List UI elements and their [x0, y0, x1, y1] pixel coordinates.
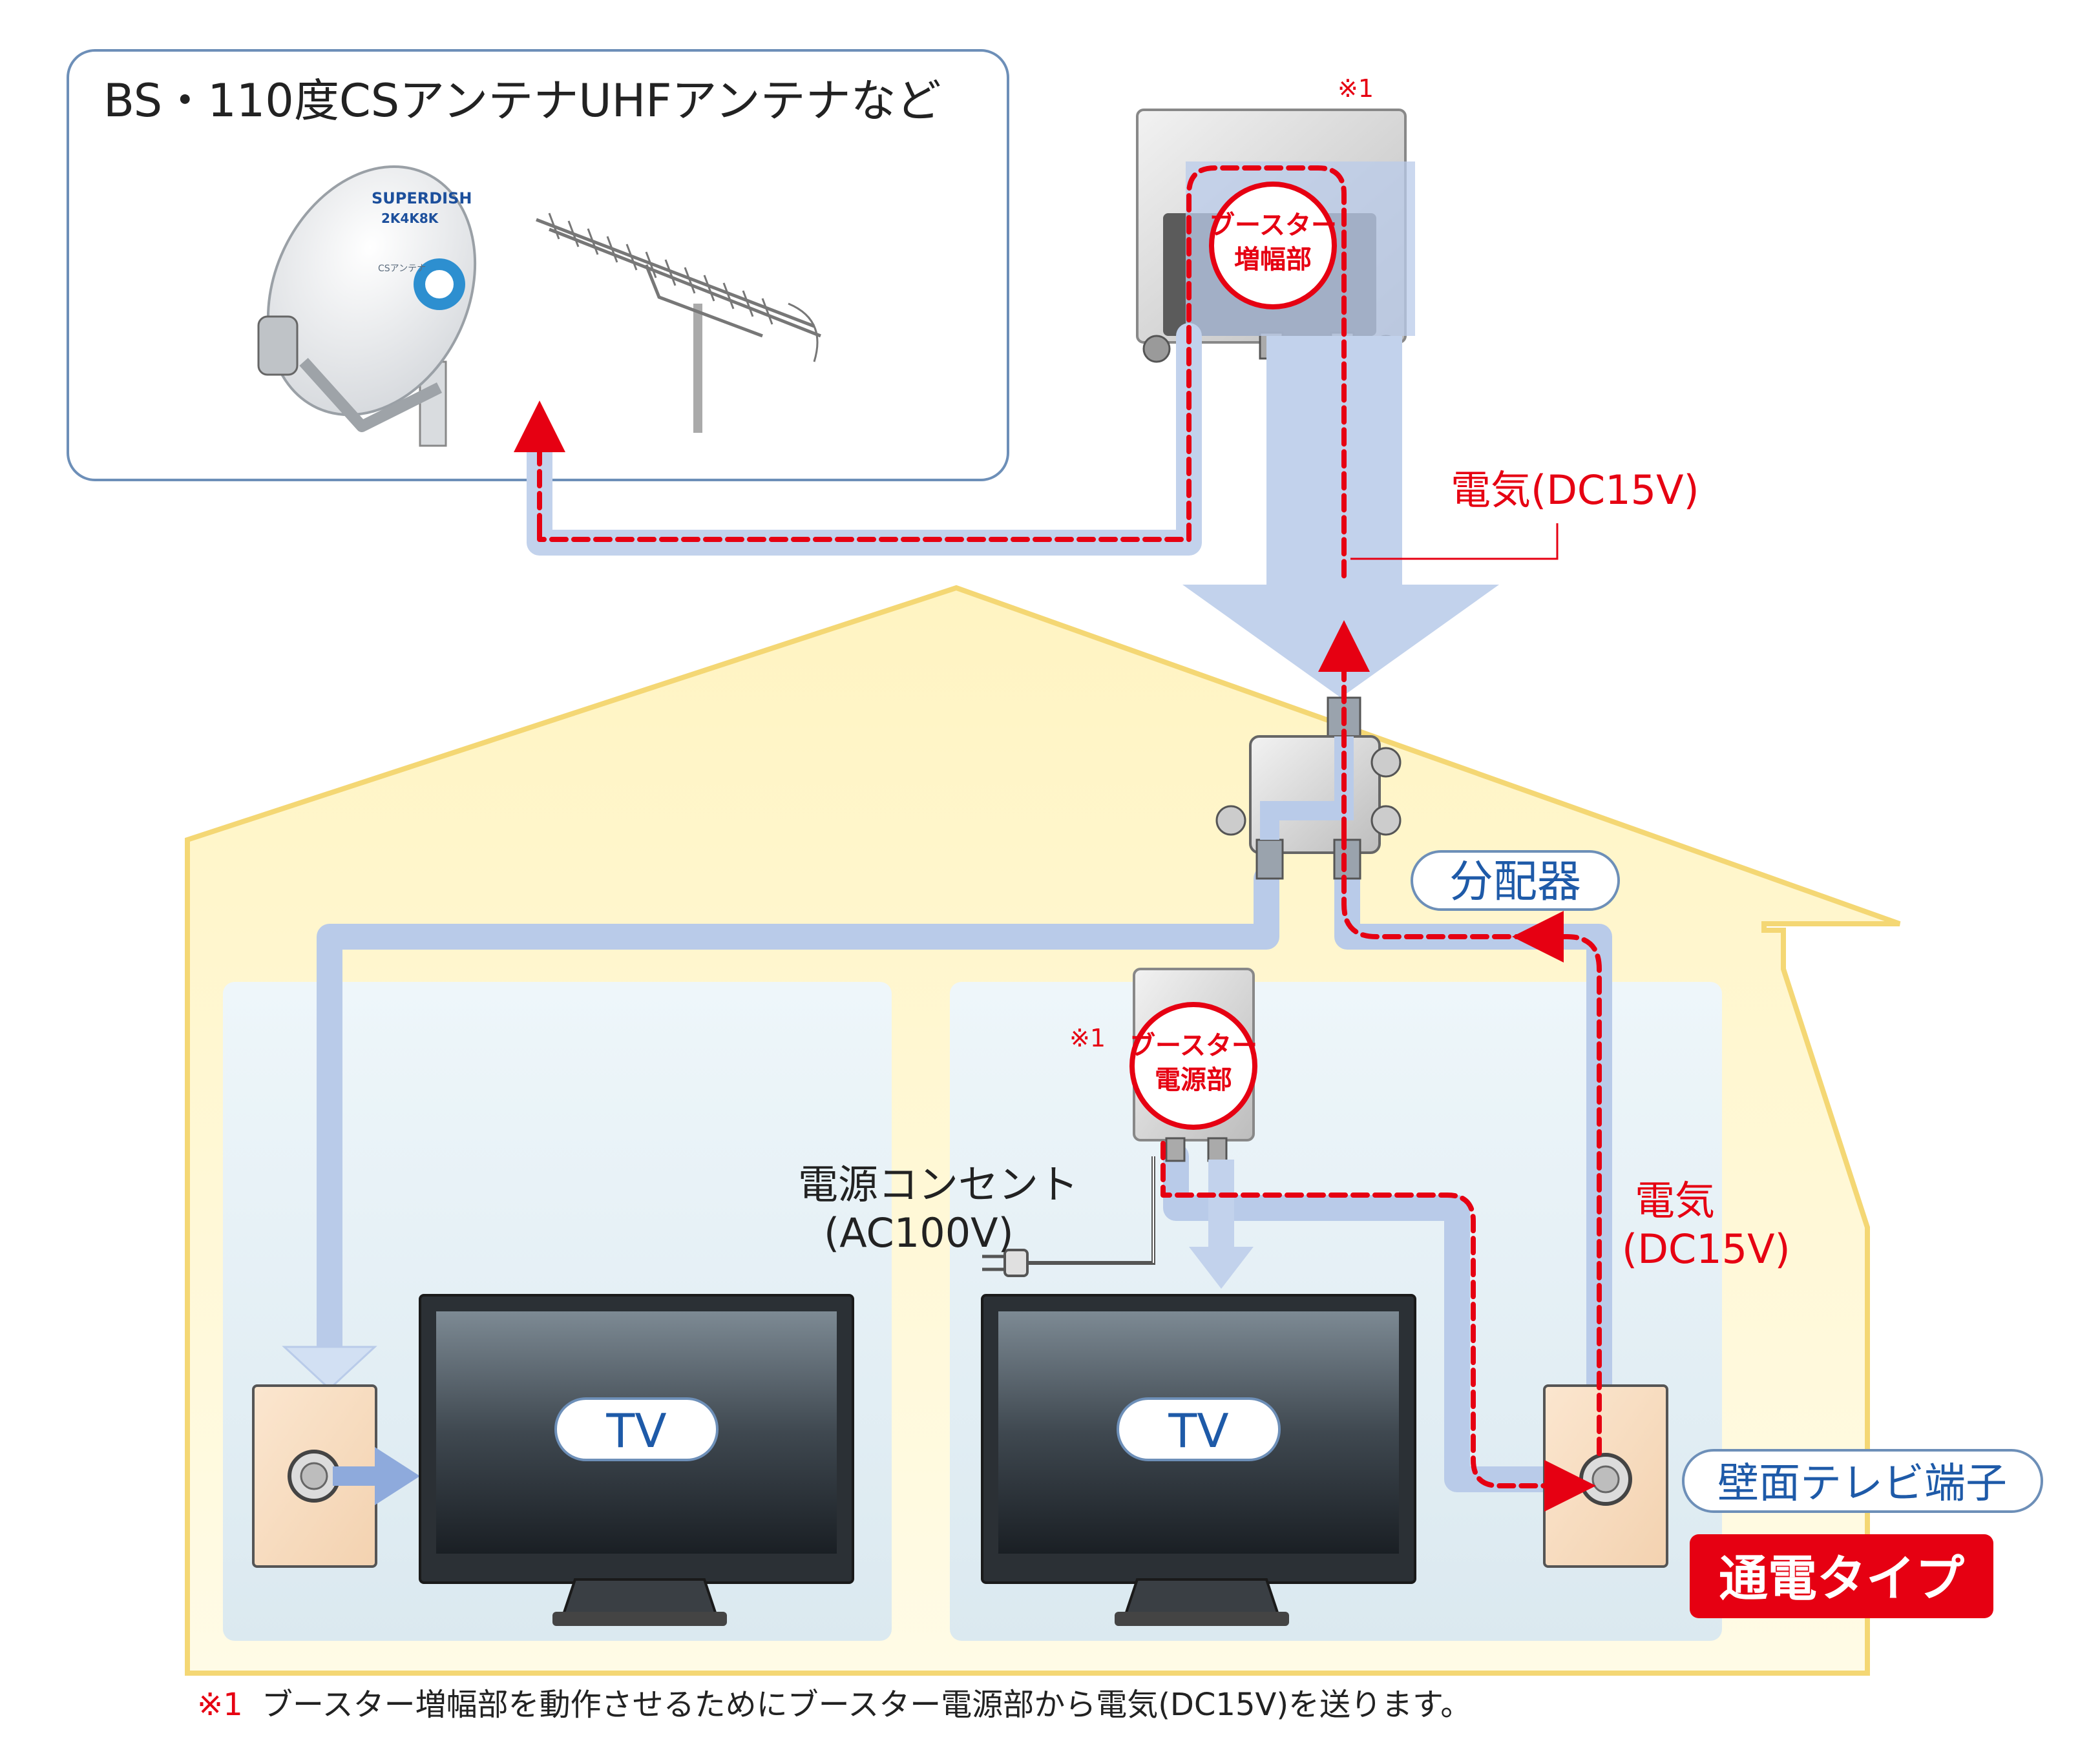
power-label-right-2: (DC15V) — [1622, 1225, 1790, 1273]
wall-terminal-label-pill: 壁面テレビ端子 — [1682, 1449, 2043, 1513]
power-label-top: 電気(DC15V) — [1451, 466, 1699, 514]
tv-left: TV — [419, 1294, 854, 1626]
left-down-arrow — [282, 1346, 377, 1391]
dish-antenna-icon: SUPERDISH 2K4K8K CSアンテナ — [257, 165, 477, 447]
dish-label: CSアンテナ — [378, 264, 426, 274]
type-badge: 通電タイプ — [1690, 1534, 1993, 1618]
splitter-label-pill: 分配器 — [1411, 850, 1620, 911]
tv-left-label: TV — [605, 1404, 666, 1458]
booster-power-badge: ブースター 電源部 — [1129, 1002, 1257, 1130]
splitter — [1215, 696, 1402, 880]
footnote-mark: ※1 — [197, 1687, 243, 1723]
booster-power-note-mark: ※1 — [1069, 1024, 1106, 1052]
booster-amp-label-1: ブースター — [1209, 211, 1337, 240]
wall-terminal-right — [1543, 1384, 1668, 1568]
booster-power-label-1: ブースター — [1129, 1031, 1257, 1061]
tv-right-label: TV — [1168, 1404, 1228, 1458]
booster-amp-note-mark: ※1 — [1338, 74, 1374, 103]
splitter-label: 分配器 — [1449, 857, 1581, 908]
type-badge-label: 通電タイプ — [1719, 1550, 1964, 1607]
footnote: ※1 ブースター増幅部を動作させるためにブースター電源部から電気(DC15V)を… — [197, 1687, 1471, 1723]
outlet-label-1: 電源コンセント — [798, 1161, 1078, 1208]
tv-right: TV — [981, 1294, 1416, 1626]
dish-sublogo: 2K4K8K — [381, 211, 439, 226]
wall-terminal-left — [252, 1384, 420, 1568]
booster-power-label-2: 電源部 — [1155, 1065, 1232, 1095]
uhf-antenna-icon — [536, 213, 821, 433]
outlet-label-2: (AC100V) — [824, 1209, 1014, 1256]
signal-down-arrow — [1182, 336, 1499, 698]
power-flow-path — [514, 165, 1602, 1512]
antenna-box: BS・110度CSアンテナUHFアンテナなど SUPERDISH 2K4K8K … — [67, 49, 1009, 481]
dish-logo: SUPERDISH — [372, 189, 472, 207]
booster-amp-badge: ブースター 増幅部 — [1209, 182, 1337, 309]
antenna-box-title: BS・110度CSアンテナUHFアンテナなど — [103, 74, 941, 127]
footnote-text: ブースター増幅部を動作させるためにブースター電源部から電気(DC15V)を送りま… — [262, 1687, 1471, 1723]
booster-amp-label-2: 増幅部 — [1234, 245, 1312, 275]
power-label-right-1: 電気 — [1635, 1177, 1715, 1224]
wall-terminal-label: 壁面テレビ端子 — [1717, 1460, 2007, 1508]
power-label-leader — [1350, 523, 1559, 560]
